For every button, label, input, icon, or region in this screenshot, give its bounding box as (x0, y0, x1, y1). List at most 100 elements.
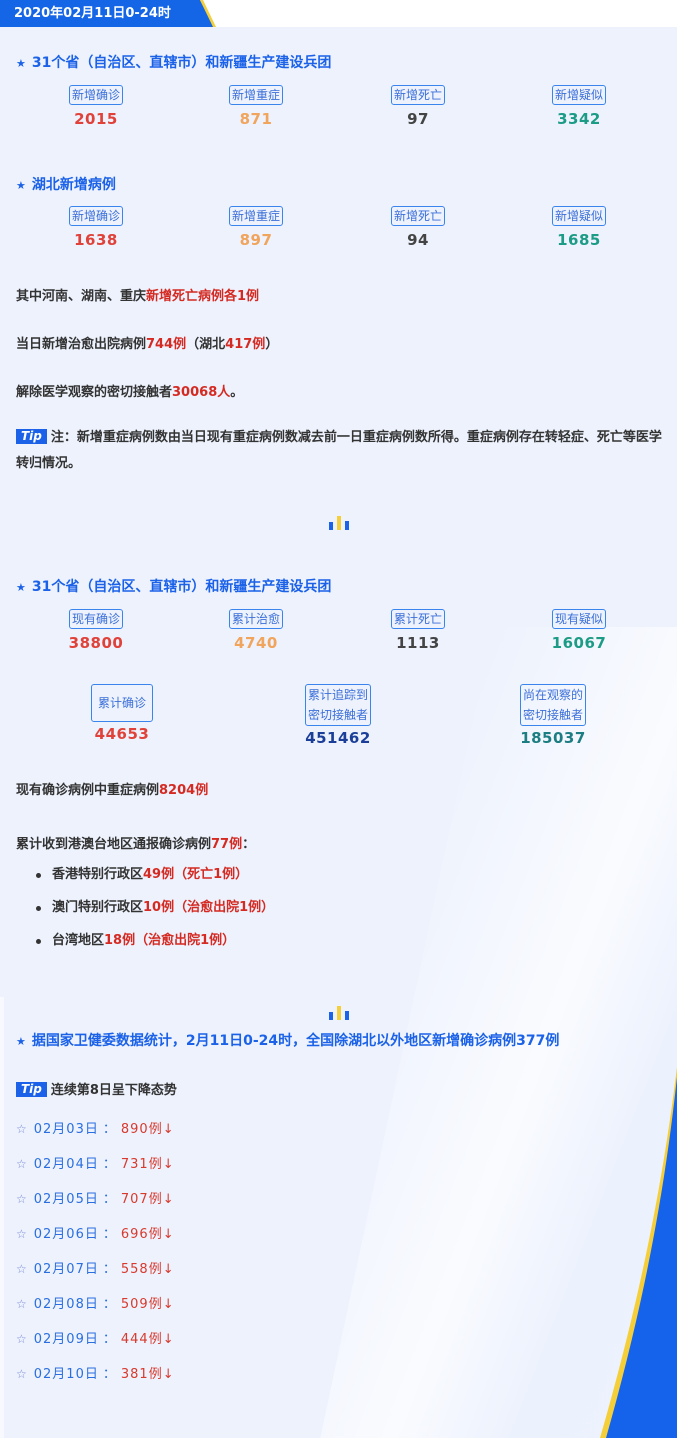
section2-title-text: 湖北新增病例 (31, 177, 116, 193)
trend-value: 731例↓ (120, 1157, 175, 1172)
note-text: 累计收到港澳台地区通报确诊病例 (16, 837, 212, 852)
trend-item: ☆02月06日：696例↓ (16, 1224, 175, 1259)
stat-label: 新增重症 (228, 85, 283, 105)
trend-colon: ： (102, 1367, 117, 1382)
note-highlight: 8204例 (159, 783, 209, 798)
trend-colon: ： (102, 1297, 117, 1312)
trend-colon: ： (102, 1122, 117, 1137)
stat-observing-contacts: 尚在观察的密切接触者 185037 (483, 684, 623, 747)
star-outline-icon: ☆ (16, 1297, 28, 1311)
note-highlight: 417例 (225, 337, 266, 352)
trend-item: ☆02月09日：444例↓ (16, 1329, 175, 1364)
section1-title-text: 31个省（自治区、直辖市）和新疆生产建设兵团 (31, 55, 332, 71)
stat-new-deaths: 新增死亡 97 (358, 84, 478, 128)
trend-item: ☆02月05日：707例↓ (16, 1189, 175, 1224)
bar-chart-divider-icon (329, 510, 349, 530)
star-outline-icon: ☆ (16, 1122, 28, 1136)
trend-value: 509例↓ (120, 1297, 175, 1312)
region-count: 49例 (143, 867, 175, 882)
stat-label: 新增重症 (228, 206, 283, 226)
stat-value: 2015 (74, 110, 118, 128)
section2-stats: 新增确诊 1638 新增重症 897 新增死亡 94 新增疑似 1685 (0, 205, 677, 265)
stat-value: 3342 (557, 110, 601, 128)
trend-item: ☆ 02月04日：731例↓ (16, 1154, 175, 1189)
content-panel: ★ 31个省（自治区、直辖市）和新疆生产建设兵团 新增确诊 2015 新增重症 8… (0, 27, 677, 1438)
stat-label: 新增死亡 (390, 206, 445, 226)
stat-label-line: 密切接触者 (307, 708, 368, 722)
stat-current-suspected: 现有疑似 16067 (519, 608, 639, 652)
star-outline-icon: ☆ (16, 1157, 28, 1171)
stat-value: 1638 (74, 231, 118, 249)
trend-value: 890例↓ (120, 1122, 175, 1137)
note-text: 其中河南、湖南、重庆 (16, 289, 147, 304)
trend-value: 696例↓ (120, 1227, 175, 1242)
trend-date: 02月04日 (33, 1157, 99, 1172)
region-name: 香港特别行政区 (52, 867, 144, 882)
stat-label-line: 尚在观察的 (522, 688, 583, 702)
star-icon: ★ (16, 179, 26, 192)
note-highlight: 新增死亡病例各1例 (146, 289, 260, 304)
note-text: 。 (230, 385, 244, 400)
hmt-list: 香港特别行政区49例（死亡1例） 澳门特别行政区10例（治愈出院1例） 台湾地区… (36, 865, 274, 964)
stat-label: 新增疑似 (551, 206, 606, 226)
note-text: （湖北 (186, 337, 226, 352)
trend-value: 444例↓ (120, 1332, 175, 1347)
region-count: 18例 (104, 933, 136, 948)
stat-label: 尚在观察的密切接触者 (519, 684, 586, 726)
section3-stats-2: 累计确诊 44653 累计追踪到密切接触者 451462 尚在观察的密切接触者 … (0, 684, 677, 764)
trend-item: ☆02月10日：381例↓ (16, 1364, 175, 1399)
trend-date: 02月05日 (33, 1192, 99, 1207)
stat-label: 新增死亡 (390, 85, 445, 105)
trend-list: ☆02月03日：890例↓ ☆02月04日：731例↓ ☆02月05日：707例… (16, 1119, 175, 1399)
section1-stats: 新增确诊 2015 新增重症 871 新增死亡 97 新增疑似 3342 (0, 84, 677, 144)
section3-title: ★ 31个省（自治区、直辖市）和新疆生产建设兵团 (16, 576, 331, 596)
trend-colon: ： (102, 1332, 117, 1347)
star-icon: ★ (16, 581, 26, 594)
tip-text: 连续第8日呈下降态势 (50, 1083, 177, 1098)
region-detail: （死亡1例） (174, 867, 249, 882)
stat-label: 累计治愈 (228, 609, 283, 629)
stat-value: 94 (407, 231, 429, 249)
list-item: 香港特别行政区49例（死亡1例） (36, 865, 274, 898)
trend-value: 558例↓ (120, 1262, 175, 1277)
region-count: 10例 (143, 900, 175, 915)
star-icon: ★ (16, 1035, 26, 1048)
trend-colon: ： (102, 1157, 117, 1172)
hmt-note: 累计收到港澳台地区通报确诊病例77例： (16, 833, 255, 852)
stat-value: 4740 (234, 634, 278, 652)
panel-edge (0, 997, 4, 1438)
trend-item: ☆ 02月08日：509例↓ (16, 1294, 175, 1329)
tip-badge: Tip (16, 429, 47, 444)
star-outline-icon: ☆ (16, 1262, 28, 1276)
stat-value: 1113 (396, 634, 440, 652)
stat-new-confirmed: 新增确诊 2015 (36, 84, 156, 128)
region-name: 澳门特别行政区 (52, 900, 144, 915)
section3-stats: 现有确诊 38800 累计治愈 4740 累计死亡 1113 现有疑似 1606… (0, 608, 677, 668)
note-text: 现有确诊病例中重症病例 (16, 783, 160, 798)
stat-label: 现有疑似 (551, 609, 606, 629)
stat-hubei-new-severe: 新增重症 897 (196, 205, 316, 249)
stat-label: 现有确诊 (68, 609, 123, 629)
trend-colon: ： (102, 1262, 117, 1277)
stat-new-suspected: 新增疑似 3342 (519, 84, 639, 128)
trend-value: 707例↓ (120, 1192, 175, 1207)
star-outline-icon: ☆ (16, 1227, 28, 1241)
stat-value: 44653 (94, 725, 150, 743)
section3-title-text: 31个省（自治区、直辖市）和新疆生产建设兵团 (31, 579, 332, 595)
note-highlight: 30068人 (172, 385, 231, 400)
stat-new-severe: 新增重症 871 (196, 84, 316, 128)
stat-total-cured: 累计治愈 4740 (196, 608, 316, 652)
stat-traced-contacts: 累计追踪到密切接触者 451462 (268, 684, 408, 747)
stat-label: 累计追踪到密切接触者 (304, 684, 371, 726)
stat-label-line: 累计追踪到 (307, 688, 368, 702)
stat-value: 451462 (305, 729, 371, 747)
trend-date: 02月08日 (33, 1297, 99, 1312)
list-item: 台湾地区18例（治愈出院1例） (36, 931, 274, 964)
stat-label: 新增疑似 (551, 85, 606, 105)
region-name: 台湾地区 (52, 933, 105, 948)
stat-value: 185037 (520, 729, 586, 747)
stat-label: 新增确诊 (68, 206, 123, 226)
stat-current-confirmed: 现有确诊 38800 (36, 608, 156, 652)
stat-label: 累计确诊 (90, 684, 153, 722)
